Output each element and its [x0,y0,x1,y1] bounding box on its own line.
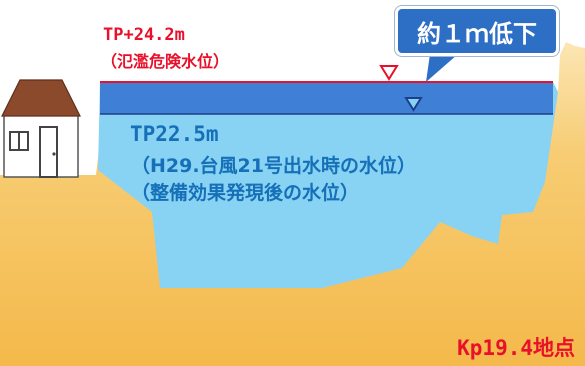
post-improvement-level-caption: （整備効果発現後の水位） [131,182,360,204]
river-water [98,82,558,288]
water-level-drop-text: 約１ｍ低下 [417,19,537,48]
location-label: Kp19.4地点 [457,336,575,360]
flood-danger-level-value: TP+24.2m [103,25,185,45]
water-level-marker-icon [404,97,423,112]
water-level-drop-callout: 約１ｍ低下 [395,6,559,56]
lowered-water-level-value: TP22.5m [130,122,219,146]
house-icon [1,79,81,178]
water-level-drop-band [100,82,553,114]
flood-danger-level-caption: （氾濫危険水位） [101,52,230,71]
callout-pointer [426,54,458,82]
danger-level-marker-icon [379,65,399,81]
typhoon-flood-level-caption: （H29.台風21号出水時の水位） [131,155,417,177]
